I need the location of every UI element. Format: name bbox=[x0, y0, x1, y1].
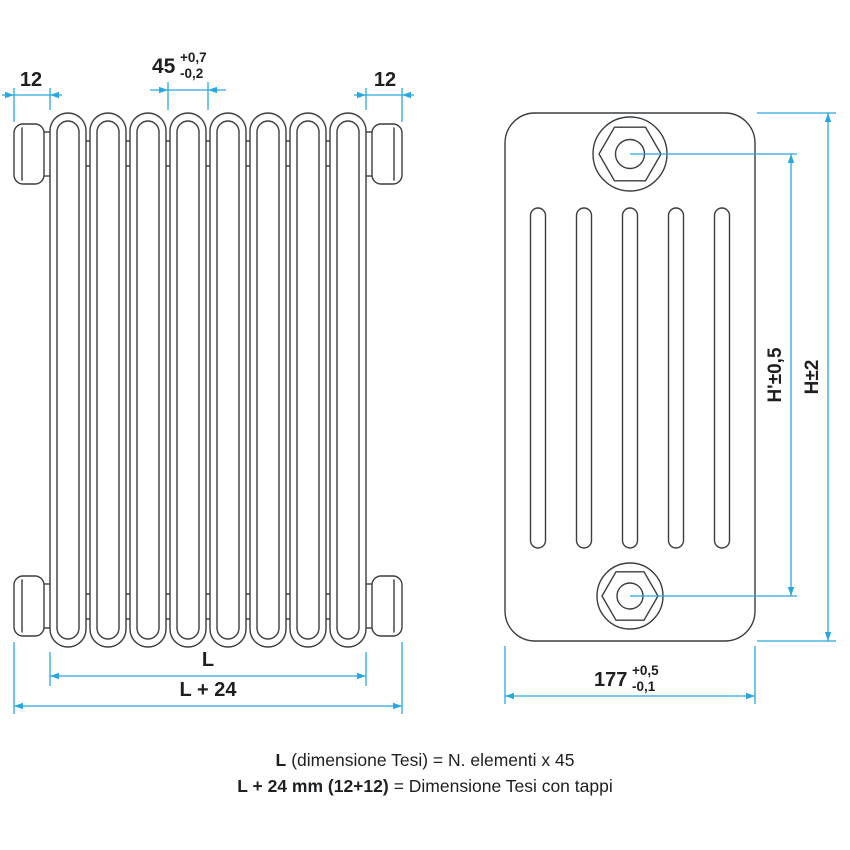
length-dim-label: L bbox=[202, 649, 214, 671]
end-cap-top-right bbox=[363, 123, 403, 185]
dim-cap-right: 12 bbox=[354, 69, 414, 122]
radiator-tube bbox=[249, 112, 287, 648]
cap-left-dim-label: 12 bbox=[20, 69, 42, 91]
legend-line-2-definition: = Dimensione Tesi con tappi bbox=[394, 776, 613, 796]
depth-tol-minus: -0,1 bbox=[632, 679, 656, 694]
depth-dim-label: 177 bbox=[594, 669, 627, 691]
dim-cap-left: 12 bbox=[2, 69, 62, 122]
radiator-tube bbox=[49, 112, 87, 648]
radiator-tube bbox=[169, 112, 207, 648]
legend: L(dimensione Tesi) = N. elementi x 45 L … bbox=[237, 750, 612, 796]
end-cap-bottom-left bbox=[13, 575, 53, 637]
column-slots bbox=[529, 207, 731, 549]
front-view bbox=[13, 112, 403, 648]
radiator-tube bbox=[89, 112, 127, 648]
dim-axis-distance: H'±0,5 bbox=[630, 153, 797, 597]
axis-distance-dim-label: H'±0,5 bbox=[765, 347, 786, 403]
end-cap-top-left bbox=[13, 123, 53, 185]
legend-line-2-term: L + 24 mm (12+12) bbox=[237, 776, 388, 796]
dim-length: L bbox=[49, 649, 367, 686]
side-body bbox=[504, 112, 756, 642]
total-length-dim-label: L + 24 bbox=[180, 679, 238, 701]
element-width-dim-label: 45 bbox=[152, 55, 176, 78]
height-dim-label: H±2 bbox=[802, 360, 823, 395]
radiator-tube bbox=[329, 112, 367, 648]
element-width-tol-minus: -0,2 bbox=[180, 66, 203, 81]
element-width-tol-plus: +0,7 bbox=[180, 50, 207, 65]
legend-line-1: L(dimensione Tesi) = N. elementi x 45 bbox=[276, 750, 575, 770]
dim-element-width: 45 +0,7 -0,2 bbox=[150, 50, 226, 110]
legend-line-1-definition: (dimensione Tesi) = N. elementi x 45 bbox=[291, 750, 574, 770]
end-cap-bottom-right bbox=[363, 575, 403, 637]
radiator-tube bbox=[129, 112, 167, 648]
legend-line-1-term: L bbox=[276, 750, 287, 770]
dim-depth: 177 +0,5 -0,1 bbox=[504, 646, 756, 704]
radiator-tube bbox=[209, 112, 247, 648]
dim-height: H±2 bbox=[757, 112, 836, 642]
dim-total-length: L + 24 bbox=[13, 642, 403, 714]
radiator-tube bbox=[289, 112, 327, 648]
depth-tol-plus: +0,5 bbox=[632, 663, 659, 678]
cap-right-dim-label: 12 bbox=[374, 69, 396, 91]
side-view bbox=[504, 112, 756, 642]
legend-line-2: L + 24 mm (12+12) = Dimensione Tesi con t… bbox=[237, 776, 612, 796]
